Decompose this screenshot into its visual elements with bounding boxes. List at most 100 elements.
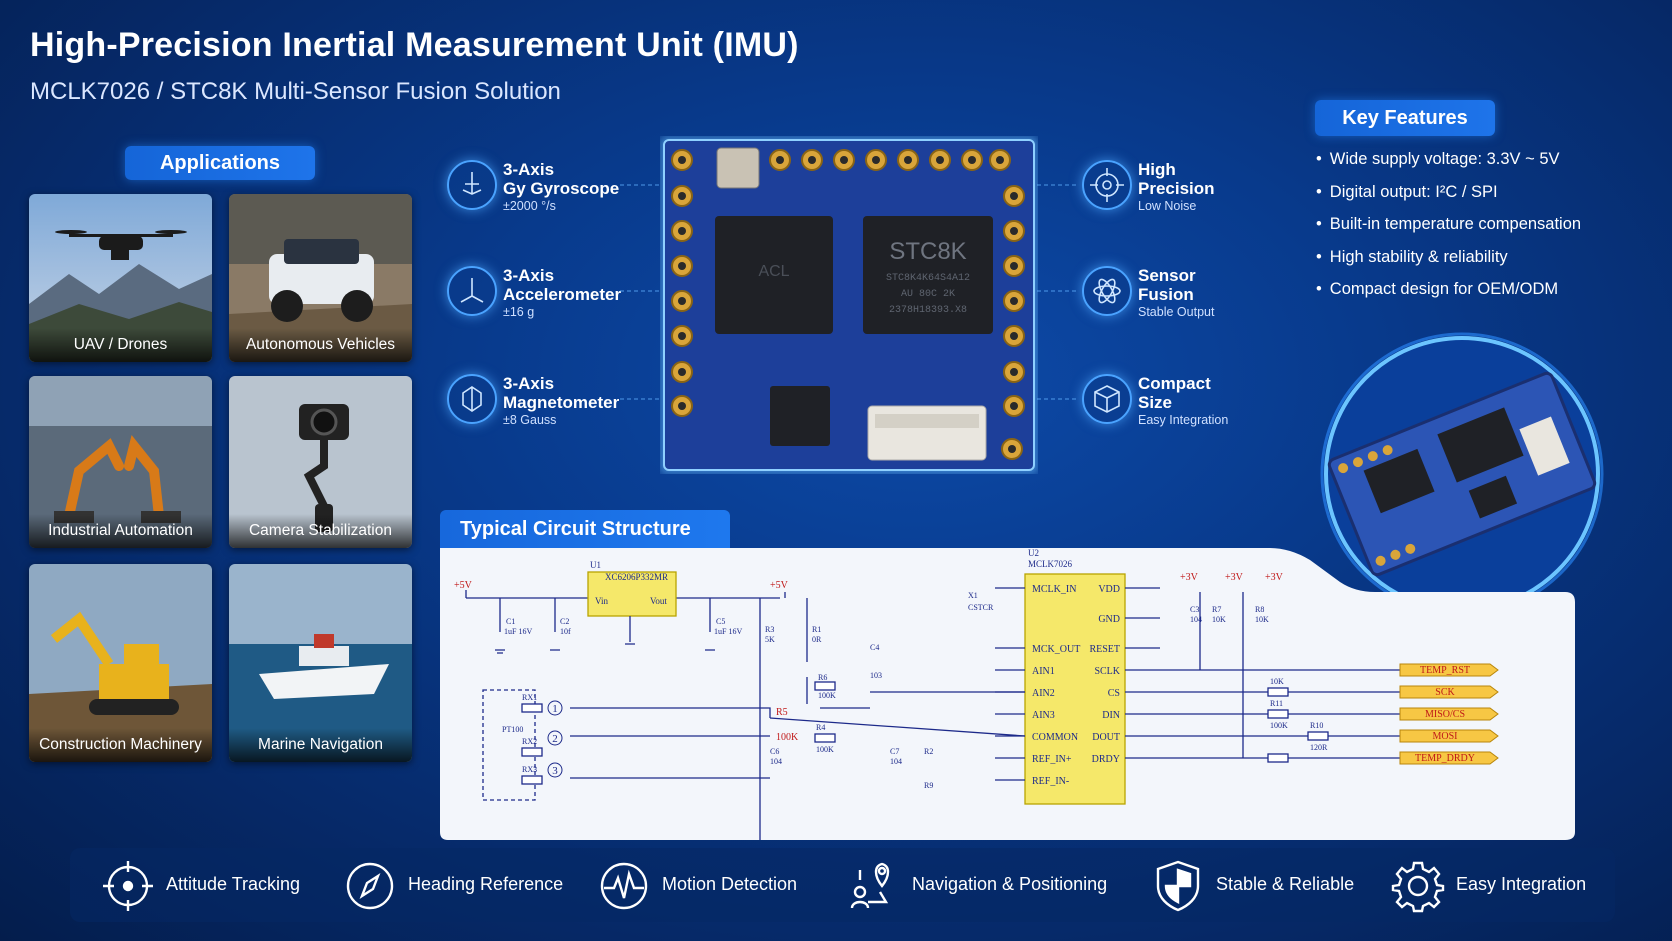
part-label: C6 bbox=[770, 747, 779, 756]
part-label: 10K bbox=[1212, 615, 1226, 624]
key-features-heading: Key Features bbox=[1315, 100, 1495, 136]
part-label: 103 bbox=[870, 671, 882, 680]
bottom-item-label: Easy Integration bbox=[1456, 874, 1587, 894]
board-render-circle bbox=[1320, 332, 1604, 616]
pin-label: AIN2 bbox=[1032, 688, 1055, 699]
signal-label: MISO/CS bbox=[1425, 709, 1465, 720]
solder-pad-hole bbox=[1010, 297, 1018, 305]
signal-label: SCK bbox=[1435, 687, 1455, 698]
app-card-construction-machinery[interactable]: Construction Machinery bbox=[29, 564, 212, 762]
solder-pad-hole bbox=[776, 156, 784, 164]
target-icon bbox=[1082, 160, 1132, 210]
u1-vout: Vout bbox=[650, 596, 667, 606]
solder-pad-hole bbox=[968, 156, 976, 164]
solder-pad-hole bbox=[678, 332, 686, 340]
part-label: RX2 bbox=[522, 737, 537, 746]
solder-pad-hole bbox=[1010, 262, 1018, 270]
solder-pads bbox=[671, 149, 1025, 460]
part-label: 1uF 16V bbox=[714, 627, 742, 636]
part-label: R3 bbox=[765, 625, 774, 634]
pin-label: CS bbox=[1108, 688, 1120, 699]
node-marker: 2 bbox=[552, 733, 558, 745]
pin-label: COMMON bbox=[1032, 732, 1078, 743]
net-label: 100K bbox=[776, 732, 799, 743]
part-label: R2 bbox=[924, 747, 933, 756]
app-label: Construction Machinery bbox=[29, 728, 212, 762]
pin-label: DIN bbox=[1102, 710, 1120, 721]
pin-label: REF_IN+ bbox=[1032, 754, 1072, 765]
pulse-icon bbox=[600, 862, 648, 910]
part-label: 120R bbox=[1310, 743, 1328, 752]
solder-pad-hole bbox=[1010, 227, 1018, 235]
signal-label: MOSI bbox=[1432, 731, 1457, 742]
supply-label: +3V bbox=[1265, 572, 1284, 583]
gyroscope-icon bbox=[447, 160, 497, 210]
cube-icon bbox=[1082, 374, 1132, 424]
imu-board: ACL STC8K STC8K4K64S4A12 AU 80C 2K 2378H… bbox=[660, 136, 1038, 474]
part-label: CSTCR bbox=[968, 603, 994, 612]
pin-label: GND bbox=[1098, 614, 1120, 625]
feature-spec: Easy Integration bbox=[1138, 413, 1229, 427]
u2-ref: U2 bbox=[1028, 548, 1039, 558]
solder-pad-hole bbox=[678, 156, 686, 164]
app-card-uav[interactable]: UAV / Drones bbox=[29, 194, 212, 362]
app-card-industrial-automation[interactable]: Industrial Automation bbox=[29, 376, 212, 548]
part-label: R6 bbox=[818, 673, 827, 682]
circuit-schematic: TEMP_RST SCK MISO/CS MOSI TEMP_DRDY +5V … bbox=[440, 548, 1575, 840]
solder-pad-hole bbox=[840, 156, 848, 164]
app-card-autonomous-vehicles[interactable]: Autonomous Vehicles bbox=[229, 194, 412, 362]
solder-pad-hole bbox=[936, 156, 944, 164]
accelerometer-icon bbox=[447, 266, 497, 316]
solder-pad-hole bbox=[808, 156, 816, 164]
part-label: 100K bbox=[1270, 721, 1288, 730]
page-title: High-Precision Inertial Measurement Unit… bbox=[30, 26, 799, 64]
solder-pad-hole bbox=[1010, 192, 1018, 200]
map-pin-icon bbox=[850, 862, 890, 909]
app-label: Industrial Automation bbox=[29, 514, 212, 548]
part-label: C2 bbox=[560, 617, 569, 626]
part-label: 10K bbox=[1255, 615, 1269, 624]
chip2-marking-line: AU 80C 2K bbox=[901, 289, 955, 300]
key-feature-item: Digital output: I²C / SPI bbox=[1316, 183, 1581, 216]
part-label: 1uF 16V bbox=[504, 627, 532, 636]
part-label: R10 bbox=[1310, 721, 1323, 730]
part-label: 104 bbox=[770, 757, 782, 766]
part-label: 104 bbox=[1190, 615, 1202, 624]
part-label: 10K bbox=[1270, 677, 1284, 686]
app-label: UAV / Drones bbox=[29, 328, 212, 362]
part-label: R1 bbox=[812, 625, 821, 634]
part-label: 5K bbox=[765, 635, 775, 644]
supply-label: +3V bbox=[1180, 572, 1199, 583]
feature-spec: Low Noise bbox=[1138, 199, 1197, 213]
app-label: Camera Stabilization bbox=[229, 514, 412, 548]
app-card-camera-stabilization[interactable]: Camera Stabilization bbox=[229, 376, 412, 548]
bottom-item-label: Stable & Reliable bbox=[1216, 874, 1355, 894]
magnetometer-icon bbox=[447, 374, 497, 424]
pin-label: DRDY bbox=[1092, 754, 1120, 765]
part-label: C4 bbox=[870, 643, 879, 652]
part-label: R11 bbox=[1270, 699, 1283, 708]
pin-label: SCLK bbox=[1094, 666, 1120, 677]
part-label: C7 bbox=[890, 747, 899, 756]
supply-label: +5V bbox=[454, 580, 473, 591]
solder-pad-hole bbox=[872, 156, 880, 164]
signal-label: TEMP_DRDY bbox=[1415, 753, 1475, 764]
app-card-marine-navigation[interactable]: Marine Navigation bbox=[229, 564, 412, 762]
part-label: X1 bbox=[968, 591, 978, 600]
feature-spec: ±2000 °/s bbox=[503, 199, 556, 213]
bottom-item-label: Attitude Tracking bbox=[166, 874, 301, 894]
key-features-list: Wide supply voltage: 3.3V ~ 5V Digital o… bbox=[1316, 150, 1581, 313]
part-label: C5 bbox=[716, 617, 725, 626]
u1-ref: U1 bbox=[590, 560, 601, 570]
feature-spec: Stable Output bbox=[1138, 305, 1215, 319]
supply-label: +3V bbox=[1225, 572, 1244, 583]
solder-pad-hole bbox=[1010, 368, 1018, 376]
